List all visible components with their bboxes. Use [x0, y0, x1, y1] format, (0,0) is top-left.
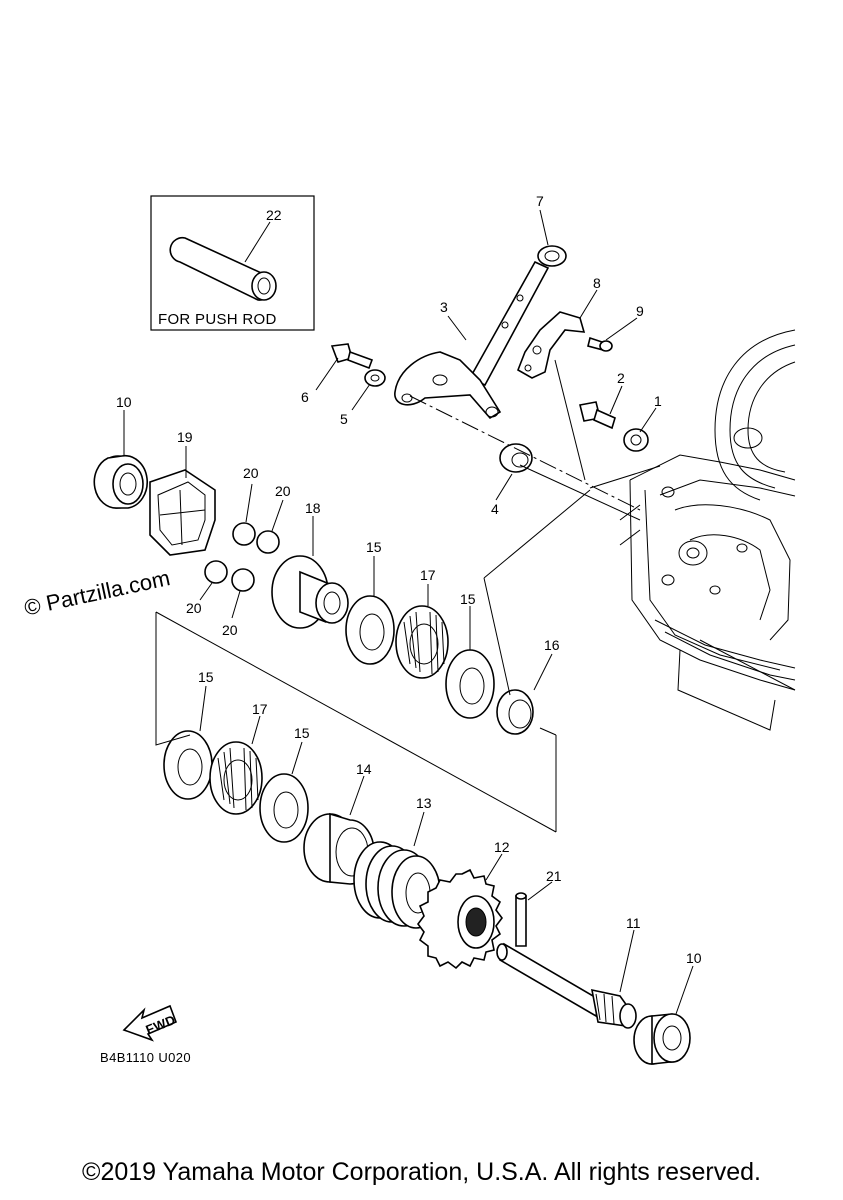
leader-lines [123, 209, 694, 1015]
callout-16: 16 [544, 637, 560, 653]
shift-shaft-assembly [330, 245, 661, 521]
callout-3: 3 [440, 299, 448, 315]
callout-20d: 20 [222, 622, 238, 638]
callout-15a: 15 [366, 539, 382, 555]
callout-20c: 20 [186, 600, 202, 616]
callout-4: 4 [491, 501, 499, 517]
callout-15c: 15 [198, 669, 214, 685]
callout-2: 2 [617, 370, 625, 386]
callout-21: 21 [546, 868, 562, 884]
callout-12: 12 [494, 839, 510, 855]
callout-10a: 10 [116, 394, 132, 410]
engine-case [619, 329, 796, 731]
callout-18: 18 [305, 500, 321, 516]
callout-5: 5 [340, 411, 348, 427]
callout-7: 7 [536, 193, 544, 209]
callout-17b: 17 [252, 701, 268, 717]
callout-9: 9 [636, 303, 644, 319]
callout-20b: 20 [275, 483, 291, 499]
fwd-arrow-icon: FWD [122, 1004, 178, 1042]
callout-15b: 15 [460, 591, 476, 607]
gear-12 [417, 868, 503, 970]
callout-10b: 10 [686, 950, 702, 966]
callout-1: 1 [654, 393, 662, 409]
inset-push-rod: 22 FOR PUSH ROD [150, 195, 315, 331]
inset-label: FOR PUSH ROD [158, 311, 277, 328]
callout-19: 19 [177, 429, 193, 445]
callout-13: 13 [416, 795, 432, 811]
callout-11: 11 [626, 915, 641, 931]
callout-numbers: 1 2 3 4 5 6 7 8 9 10 10 11 12 13 14 15 1… [116, 193, 702, 966]
kick-starter-assembly [93, 454, 691, 1065]
callout-6: 6 [301, 389, 309, 405]
callout-17a: 17 [420, 567, 436, 583]
callout-22: 22 [266, 207, 282, 223]
callout-14: 14 [356, 761, 372, 777]
callout-20a: 20 [243, 465, 259, 481]
callout-15d: 15 [294, 725, 310, 741]
callout-8: 8 [593, 275, 601, 291]
copyright-notice: ©2019 Yamaha Motor Corporation, U.S.A. A… [82, 1158, 761, 1186]
diagram-code: B4B1110 U020 [100, 1050, 191, 1065]
